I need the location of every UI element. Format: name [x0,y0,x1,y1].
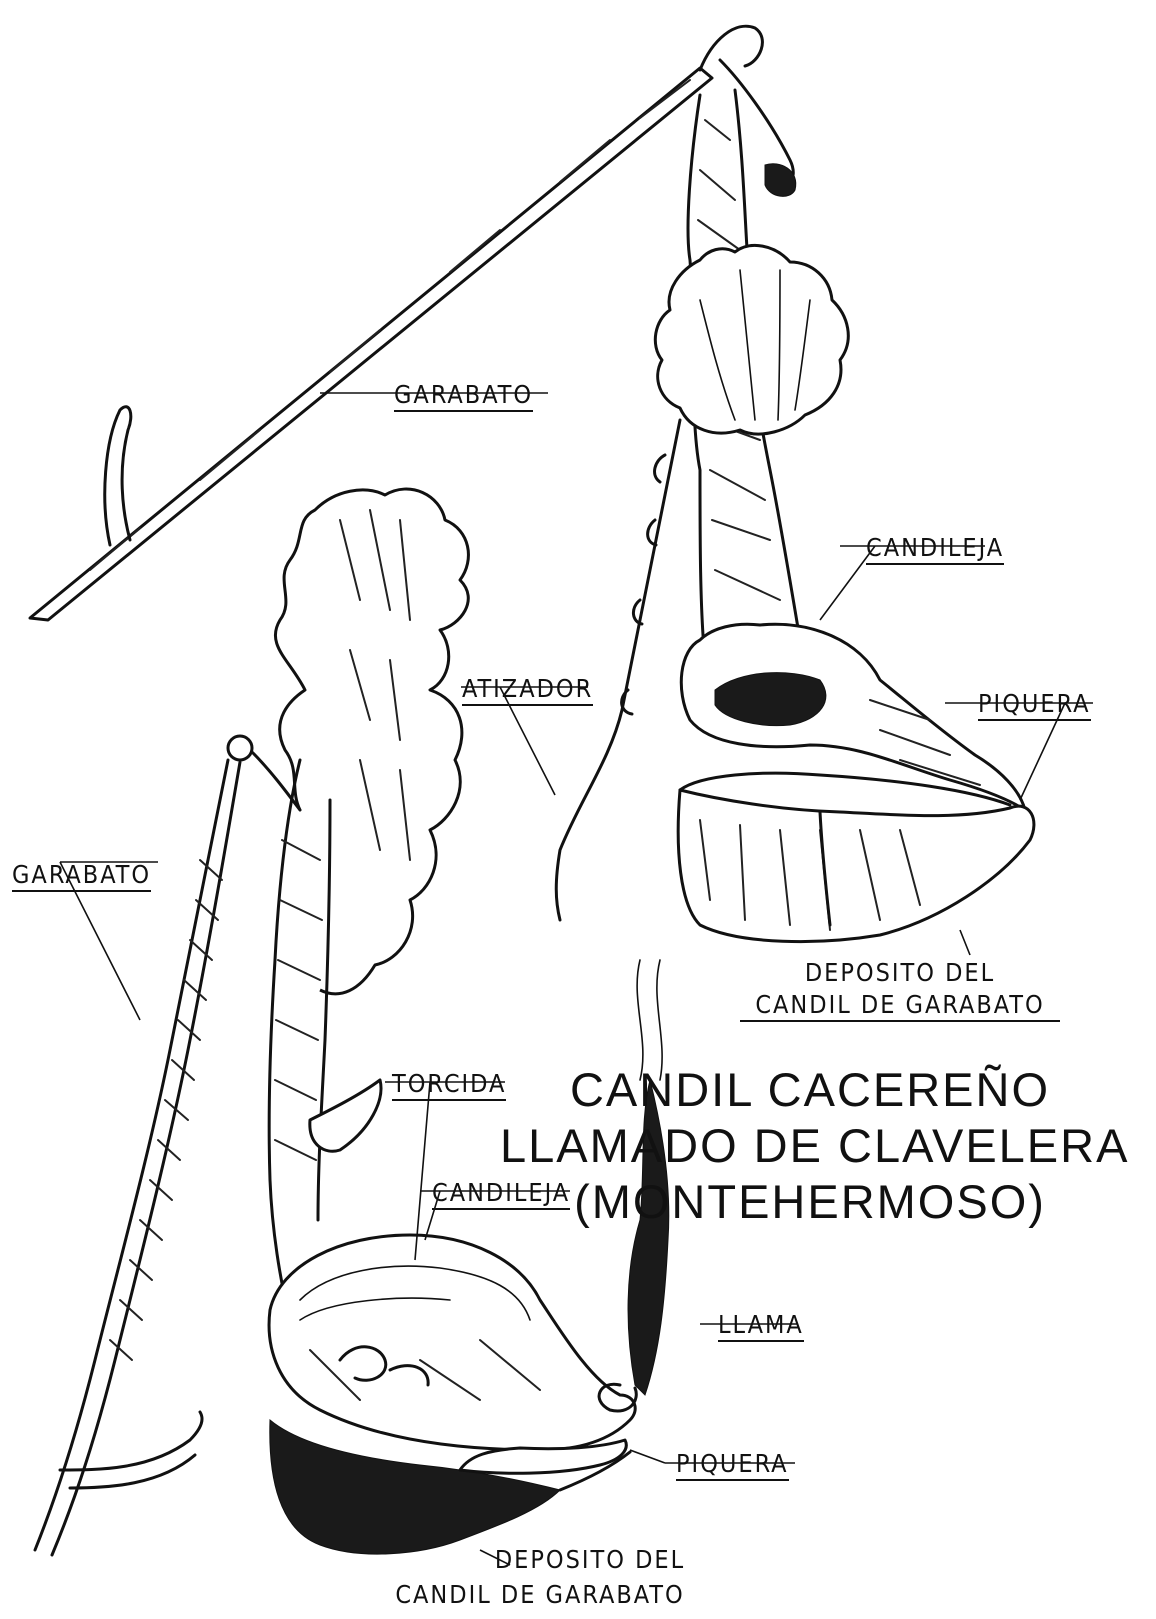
label-piquera-right: PIQUERA [978,691,1091,721]
label-candileja-right: CANDILEJA [866,535,1004,565]
label-torcida: TORCIDA [392,1071,506,1101]
label-deposito-left-line1: DEPOSITO DEL [440,1547,740,1572]
label-deposito-right-line2: CANDIL DE GARABATO [740,992,1060,1022]
label-llama: LLAMA [718,1312,804,1342]
label-garabato-left: GARABATO [12,862,151,892]
title-line-3: (MONTEHERMOSO) [500,1174,1120,1230]
label-atizador: ATIZADOR [462,676,593,706]
title-line-1: CANDIL CACEREÑO [500,1062,1120,1118]
label-piquera-left: PIQUERA [676,1451,789,1481]
left-lamp-drawing [228,489,669,1554]
label-deposito-right-line1: DEPOSITO DEL [740,960,1060,985]
right-lamp-drawing [556,90,1034,942]
figure-title: CANDIL CACEREÑO LLAMADO DE CLAVELERA (MO… [500,1062,1120,1230]
title-line-2: LLAMADO DE CLAVELERA [500,1118,1120,1174]
label-deposito-left-line2: CANDIL DE GARABATO [340,1582,740,1607]
label-garabato-top: GARABATO [394,382,533,412]
